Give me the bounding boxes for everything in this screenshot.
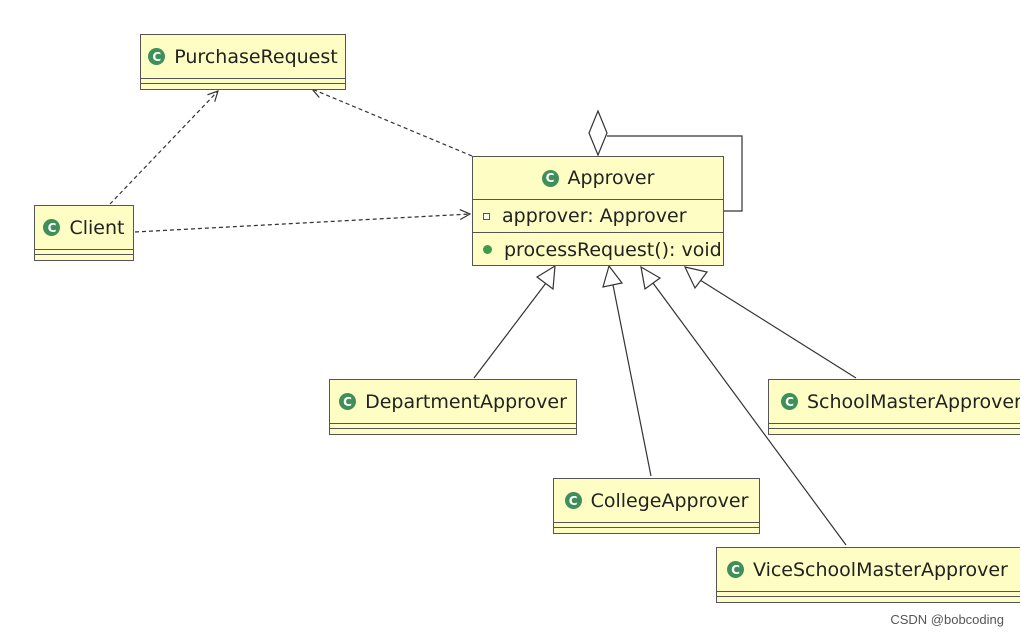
class-client[interactable]: C Client <box>34 205 134 261</box>
generalization-viceschoolmasterapprover-approver <box>652 282 847 546</box>
dependency-approver-purchaserequest <box>312 89 473 157</box>
operations-compartment <box>717 596 1020 601</box>
attributes-compartment <box>769 423 1020 428</box>
operation-row[interactable]: processRequest(): void <box>473 232 723 265</box>
attributes-compartment <box>554 522 759 527</box>
class-header: C CollegeApprover <box>554 479 759 522</box>
public-method-icon <box>483 245 492 254</box>
watermark: CSDN @bobcoding <box>890 612 1004 627</box>
class-header: C PurchaseRequest <box>141 35 345 78</box>
generalization-departmentapprover-approver <box>473 282 547 379</box>
class-icon: C <box>541 169 559 187</box>
operations-compartment <box>769 428 1020 433</box>
operation-text: processRequest(): void <box>504 238 722 261</box>
generalization-triangle-viceschoolmaster <box>640 265 662 291</box>
class-header: C Client <box>35 206 133 249</box>
class-collegeapprover[interactable]: C CollegeApprover <box>553 478 760 534</box>
class-purchaserequest[interactable]: C PurchaseRequest <box>140 34 346 90</box>
generalization-schoolmasterapprover-approver <box>699 279 857 379</box>
class-name: DepartmentApprover <box>365 390 567 413</box>
attribute-row[interactable]: approver: Approver <box>473 199 723 232</box>
operations-compartment <box>330 428 576 433</box>
class-departmentapprover[interactable]: C DepartmentApprover <box>329 379 577 435</box>
operations-compartment <box>554 527 759 532</box>
class-icon: C <box>727 561 744 578</box>
aggregation-approver-self <box>607 135 743 212</box>
class-icon: C <box>781 393 798 410</box>
class-approver[interactable]: C Approver approver: Approver processReq… <box>472 156 724 266</box>
dependency-client-approver <box>134 214 470 233</box>
class-name: SchoolMasterApprover <box>807 390 1020 413</box>
class-icon: C <box>564 492 582 509</box>
class-icon: C <box>339 393 357 410</box>
generalization-triangle-schoolmaster <box>683 266 709 290</box>
attributes-compartment <box>717 591 1020 596</box>
attributes-compartment <box>330 423 576 428</box>
operations-compartment <box>141 83 345 88</box>
class-header: C ViceSchoolMasterApprover <box>717 548 1020 591</box>
class-name: PurchaseRequest <box>174 45 338 68</box>
generalization-triangle-college <box>602 264 624 288</box>
private-field-icon <box>483 212 490 220</box>
attribute-text: approver: Approver <box>502 205 687 227</box>
class-icon: C <box>43 219 61 236</box>
class-schoolmasterapprover[interactable]: C SchoolMasterApprover <box>768 379 1020 435</box>
dependency-client-purchaserequest <box>109 91 218 205</box>
class-name: Client <box>69 216 125 239</box>
generalization-collegeapprover-approver <box>612 284 652 477</box>
class-header: C Approver <box>473 157 723 199</box>
class-name: ViceSchoolMasterApprover <box>753 558 1008 581</box>
attributes-compartment <box>35 249 133 254</box>
class-header: C DepartmentApprover <box>330 380 576 423</box>
class-name: CollegeApprover <box>590 489 749 512</box>
operations-compartment <box>35 254 133 259</box>
class-icon: C <box>148 48 166 65</box>
class-name: Approver <box>567 167 655 189</box>
class-header: C SchoolMasterApprover <box>769 380 1020 423</box>
aggregation-diamond <box>588 109 608 157</box>
attributes-compartment <box>141 78 345 83</box>
generalization-triangle-department <box>535 264 556 291</box>
class-viceschoolmasterapprover[interactable]: C ViceSchoolMasterApprover <box>716 547 1020 603</box>
